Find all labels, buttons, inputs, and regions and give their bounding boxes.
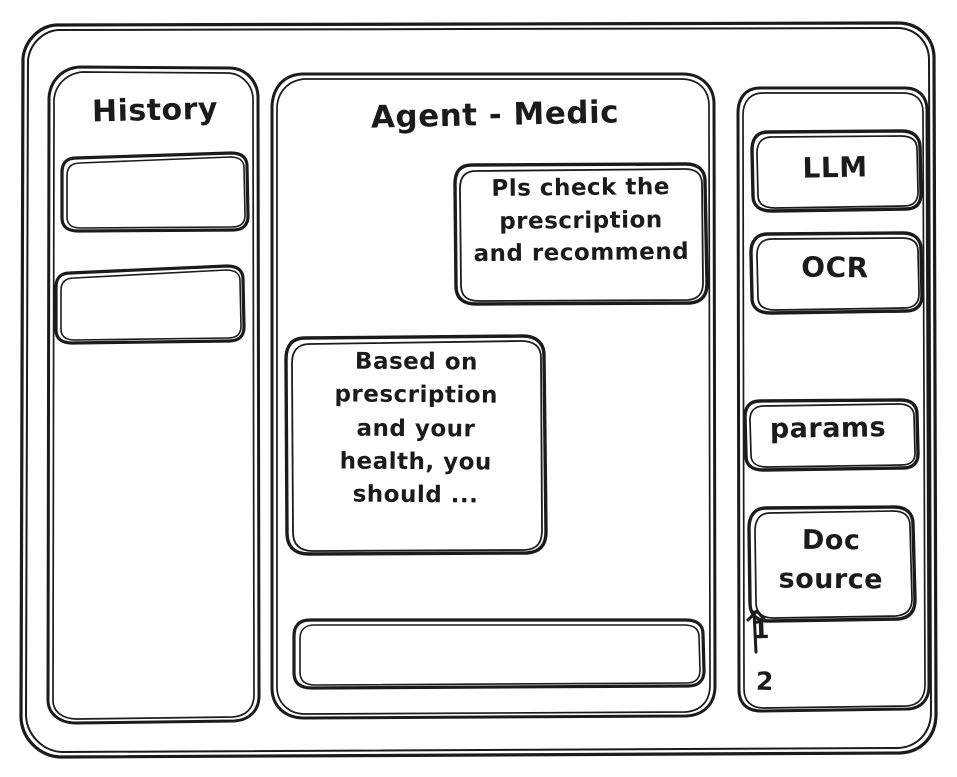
history-item-2-stroke (54, 264, 246, 345)
tool-ocr-stroke (749, 231, 924, 315)
composer-input-stroke (292, 618, 706, 690)
agent-message-bubble-stroke (284, 334, 548, 556)
tool-doc-source-stroke (747, 505, 917, 623)
history-panel-stroke (46, 65, 261, 725)
doc-source-connector-stroke (746, 609, 766, 654)
user-message-bubble-stroke (453, 162, 709, 306)
agent-panel-stroke (270, 72, 717, 720)
history-item-1-stroke (60, 151, 250, 233)
tool-llm-stroke (750, 129, 923, 213)
app-window-frame (21, 23, 937, 758)
window-frame-stroke (19, 21, 938, 759)
tools-panel-stroke (736, 86, 931, 713)
tool-params-stroke (743, 398, 920, 472)
